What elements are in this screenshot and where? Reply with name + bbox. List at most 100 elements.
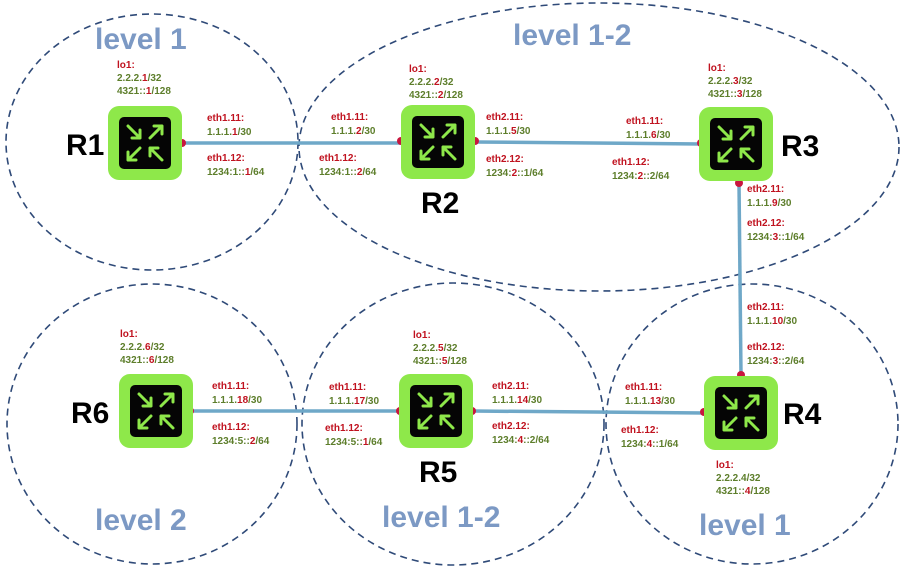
loopback-ipv6-r2-part: 4321::	[409, 90, 438, 101]
loopback-ipv4-r5-part: /32	[444, 343, 458, 354]
router-arrow-icon	[137, 392, 153, 408]
interface-addr-r5-e212-part: 4	[518, 435, 524, 446]
loopback-ipv6-r2-part: /128	[443, 90, 463, 101]
interface-addr-r1-e12-part: /64	[250, 167, 264, 178]
router-r1[interactable]	[108, 106, 182, 180]
interface-addr-r5-e211-part: /30	[528, 395, 542, 406]
link-r3-r4	[737, 182, 743, 376]
router-r5[interactable]	[399, 374, 473, 448]
loopback-label-r2: lo1:	[409, 64, 427, 75]
interface-name-r5-e12: eth1.12:	[325, 423, 363, 434]
loopback-ipv6-r5: 4321::5/128	[413, 356, 467, 367]
interface-addr-r5-e11-part: /30	[365, 396, 379, 407]
interface-name-r3-e11: eth1.11:	[626, 116, 663, 127]
area-boundary-a4	[301, 282, 605, 566]
interface-addr-r1-e11-part: 1	[232, 127, 238, 138]
loopback-ipv6-r2: 4321::2/128	[409, 90, 463, 101]
area-boundary-a5	[605, 283, 899, 565]
loopback-ipv4-r3-part: 2.2.2.	[708, 76, 733, 87]
router-arrow-icon	[717, 147, 733, 163]
interface-addr-r5-e211: 1.1.1.14/30	[492, 395, 542, 406]
interface-addr-r5-e211-part: 14	[517, 395, 529, 406]
interface-addr-r6-e12: 1234:5::2/64	[212, 436, 270, 447]
interface-addr-r2-e12: 1234:1::2/64	[319, 167, 377, 178]
loopback-ipv4-r6-part: 2.2.2.	[120, 342, 145, 353]
interface-name-r1-e11: eth1.11:	[207, 113, 244, 124]
router-arrow-icon	[417, 392, 433, 408]
loopback-ipv4-r1-part: 1	[142, 73, 148, 84]
router-body	[410, 385, 462, 437]
interface-addr-r6-e11-part: 1.1.1.	[212, 395, 237, 406]
interface-addr-r4-e12-part: ::1/64	[652, 439, 679, 450]
interface-addr-r6-e12-part: 2	[250, 436, 256, 447]
router-arrow-icon	[739, 125, 755, 141]
router-arrow-icon	[439, 392, 455, 408]
loopback-ipv4-r5-part: 2.2.2.	[413, 343, 438, 354]
router-r3[interactable]	[699, 107, 773, 181]
interface-addr-r1-e11-part: /30	[238, 127, 252, 138]
router-arrow-icon	[148, 146, 164, 162]
loopback-label-r3: lo1:	[708, 63, 726, 74]
loopback-ipv4-r3-part: 3	[733, 76, 739, 87]
interface-addr-r3-e212-part: 3	[773, 232, 779, 243]
interface-addr-r2-e11: 1.1.1.2/30	[331, 126, 376, 137]
interface-addr-r5-e211-part: 1.1.1.	[492, 395, 517, 406]
loopback-ipv4-r2: 2.2.2.2/32	[409, 77, 454, 88]
loopback-ipv6-r3: 4321::3/128	[708, 89, 762, 100]
loopback-ipv6-r5-part: 5	[442, 356, 448, 367]
loopback-label-r6: lo1:	[120, 329, 138, 340]
interface-addr-r3-e211-part: 1.1.1.	[747, 198, 772, 209]
interface-addr-r4-e11-part: 13	[650, 396, 662, 407]
loopback-ipv6-r6-part: 4321::	[120, 355, 149, 366]
loopback-ipv6-r4: 4321::4/128	[716, 486, 770, 497]
interface-addr-r2-e211-part: 1.1.1.	[486, 126, 511, 137]
area-label-a2: level 1-2	[513, 19, 631, 52]
interface-addr-r6-e12-part: 1234:5::	[212, 436, 250, 447]
interface-name-r4-e212: eth2.12:	[747, 342, 785, 353]
router-body	[710, 118, 762, 170]
loopback-label-r4: lo1:	[716, 460, 734, 471]
router-r4[interactable]	[704, 376, 778, 450]
loopback-ipv4-r1: 2.2.2.1/32	[117, 73, 162, 84]
link-r2-r3	[474, 140, 702, 146]
interface-addr-r4-e211: 1.1.1.10/30	[747, 316, 797, 327]
interface-name-r5-e11: eth1.11:	[329, 382, 366, 393]
interface-addr-r1-e11: 1.1.1.1/30	[207, 127, 252, 138]
loopback-ipv6-r6: 4321::6/128	[120, 355, 174, 366]
interface-addr-r4-e212-part: 1234:	[747, 356, 773, 367]
interface-name-r3-e212: eth2.12:	[747, 218, 785, 229]
interface-addr-r5-e212-part: ::2/64	[523, 435, 550, 446]
interface-name-r4-e211: eth2.11:	[747, 302, 784, 313]
router-arrow-icon	[722, 394, 738, 410]
router-arrow-icon	[137, 414, 153, 430]
interface-name-r3-e211: eth2.11:	[747, 184, 784, 195]
interface-name-r1-e12: eth1.12:	[207, 153, 245, 164]
interface-addr-r4-e212: 1234:3::2/64	[747, 356, 805, 367]
interface-addr-r5-e12-part: /64	[368, 437, 382, 448]
loopback-ipv4-r4-part: /32	[747, 473, 761, 484]
router-r6[interactable]	[119, 374, 193, 448]
router-r2[interactable]	[401, 105, 475, 179]
router-name-r6: R6	[71, 397, 109, 430]
router-arrow-icon	[722, 416, 738, 432]
interface-addr-r4-e212-part: 3	[773, 356, 779, 367]
interface-addr-r5-e11: 1.1.1.17/30	[329, 396, 379, 407]
area-label-a5: level 1	[699, 509, 791, 542]
router-name-r1: R1	[66, 129, 104, 162]
interface-addr-r3-e11-part: 1.1.1.	[626, 130, 651, 141]
area-label-a3: level 2	[95, 504, 187, 537]
interface-addr-r2-e211-part: /30	[517, 126, 531, 137]
interface-name-r6-e12: eth1.12:	[212, 422, 250, 433]
interface-name-r6-e11: eth1.11:	[212, 381, 249, 392]
loopback-ipv4-r3-part: /32	[739, 76, 753, 87]
loopback-ipv6-r6-part: /128	[154, 355, 174, 366]
interface-addr-r6-e12-part: /64	[255, 436, 269, 447]
router-arrow-icon	[419, 145, 435, 161]
interface-addr-r6-e11-part: /30	[248, 395, 262, 406]
link-r4-r5	[471, 409, 705, 415]
router-body	[715, 387, 767, 439]
area-boundary-a3	[6, 283, 298, 565]
loopback-ipv6-r1: 4321::1/128	[117, 86, 171, 97]
router-name-r4: R4	[783, 398, 822, 431]
